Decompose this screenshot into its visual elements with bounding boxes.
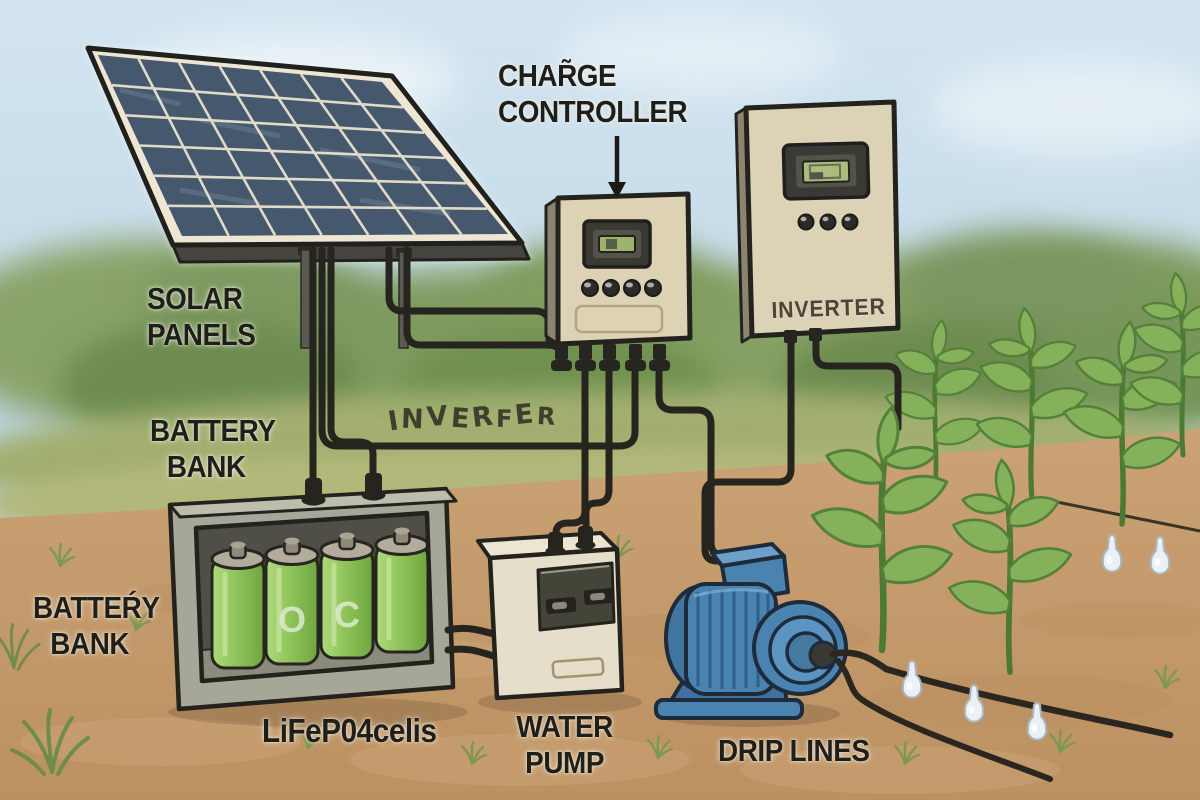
battery-cell-mark: O [278,599,306,640]
water-pump-controller [476,526,642,714]
cloud [930,60,1200,155]
charge-controller-device [544,191,693,347]
water-pump-motor [654,542,848,727]
battery-bank-box: O C [167,473,468,727]
inverter-terminals [784,328,822,343]
grass-tufts [0,534,1181,776]
cloud [560,15,840,95]
battery-cell [210,541,266,670]
drip-line [829,649,1174,782]
battery-cell: O [264,537,320,666]
inverter-device [734,99,901,344]
battery-cell [374,527,430,654]
battery-cell-mark: C [334,594,360,635]
pump-box-terminals [545,526,596,556]
battery-cell: C [319,532,375,660]
inverter-indicators [797,213,859,231]
battery-terminals [301,473,386,506]
arrow-down-icon [608,136,626,199]
controller-terminals [551,344,670,371]
inverter-cables [701,329,902,565]
solar-panel [85,45,531,264]
